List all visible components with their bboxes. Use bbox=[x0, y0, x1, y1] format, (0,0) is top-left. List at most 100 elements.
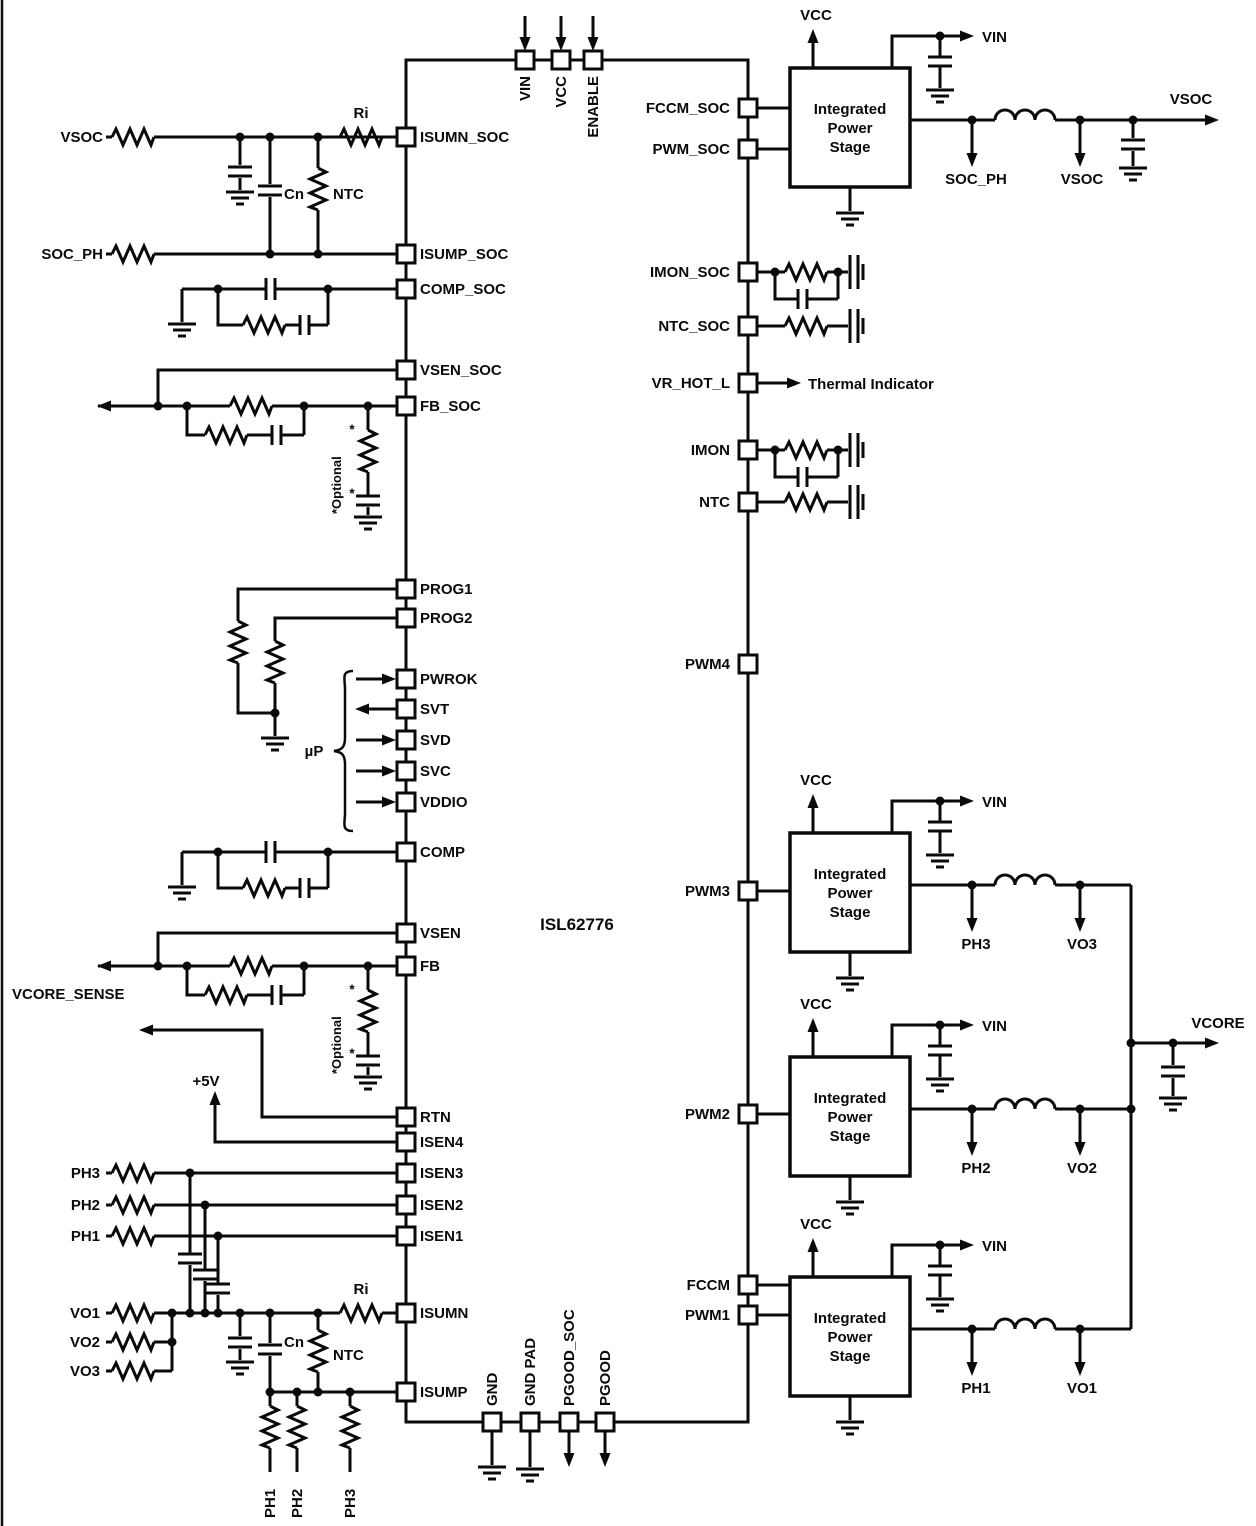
component-label-ri: Ri bbox=[354, 1281, 369, 1298]
pin-label-prog2: PROG2 bbox=[420, 610, 473, 627]
imon-network bbox=[757, 431, 865, 487]
power-stage-3 bbox=[790, 794, 1086, 990]
pin-isen3 bbox=[395, 1162, 417, 1184]
pin-pwrok bbox=[395, 668, 417, 690]
stage3-vin: VIN bbox=[982, 794, 1007, 811]
pin-label-fccm-soc: FCCM_SOC bbox=[646, 100, 730, 117]
pin-pwm-soc bbox=[737, 138, 759, 160]
pin-label-comp: COMP bbox=[420, 844, 465, 861]
pin-label-isumn: ISUMN bbox=[420, 1305, 468, 1322]
pin-svt bbox=[395, 698, 417, 720]
pin-pgood-soc bbox=[558, 1411, 580, 1433]
stage2-vin: VIN bbox=[982, 1018, 1007, 1035]
top-pin-arrows bbox=[519, 16, 599, 51]
prog-resistor-network bbox=[228, 587, 406, 752]
pin-label-svc: SVC bbox=[420, 763, 451, 780]
pin-isump-soc bbox=[395, 243, 417, 265]
pin-pwm4 bbox=[737, 653, 759, 675]
net-label-soc-ph-in: SOC_PH bbox=[41, 246, 103, 263]
component-label-ntc: NTC bbox=[333, 1347, 364, 1364]
pin-label-svt: SVT bbox=[420, 701, 449, 718]
pin-label-imon: IMON bbox=[691, 442, 730, 459]
micro-interface bbox=[333, 669, 396, 833]
stage1-vin: VIN bbox=[982, 1238, 1007, 1255]
pin-label-vr-hot-l: VR_HOT_L bbox=[652, 375, 730, 392]
net-label-ph1-in: PH1 bbox=[71, 1228, 100, 1245]
net-label-plus5v: +5V bbox=[192, 1073, 219, 1090]
pin-label-fb-soc: FB_SOC bbox=[420, 398, 481, 415]
label-optional-soc: *Optional bbox=[329, 456, 344, 514]
pin-gnd bbox=[481, 1411, 503, 1433]
pin-label-isen4: ISEN4 bbox=[420, 1134, 464, 1151]
pin-pwm2 bbox=[737, 1103, 759, 1125]
vcore-rail bbox=[1080, 883, 1219, 1331]
vr-hot-wire bbox=[757, 377, 801, 389]
net-label-ph1-bottom: PH1 bbox=[262, 1489, 279, 1518]
stage1-output: VO1 bbox=[1067, 1380, 1097, 1397]
stage1-phase: PH1 bbox=[961, 1380, 990, 1397]
pin-vr-hot-l bbox=[737, 372, 759, 394]
pin-label-fccm: FCCM bbox=[687, 1277, 730, 1294]
pin-isen1 bbox=[395, 1225, 417, 1247]
component-label-ntc-soc: NTC bbox=[333, 186, 364, 203]
pin-pwm3 bbox=[737, 880, 759, 902]
net-label-vcore: VCORE bbox=[1191, 1015, 1244, 1032]
power-stage-2 bbox=[790, 1018, 1086, 1214]
pin-label-fb: FB bbox=[420, 958, 440, 975]
pin-prog1 bbox=[395, 578, 417, 600]
pin-label-isen3: ISEN3 bbox=[420, 1165, 463, 1182]
pin-vcc-top bbox=[550, 49, 572, 71]
stage2-vcc: VCC bbox=[800, 996, 832, 1013]
pin-label-prog1: PROG1 bbox=[420, 581, 473, 598]
stage-soc-vin: VIN bbox=[982, 29, 1007, 46]
pin-label-vsen-soc: VSEN_SOC bbox=[420, 362, 502, 379]
power-stage-1 bbox=[790, 1238, 1086, 1434]
left-pins bbox=[395, 126, 417, 1403]
annotation-thermal-indicator: Thermal Indicator bbox=[808, 376, 934, 393]
asterisk-fb-2: * bbox=[349, 1045, 355, 1061]
pin-label-rtn: RTN bbox=[420, 1109, 451, 1126]
pin-pwm1 bbox=[737, 1304, 759, 1326]
pin-ntc-soc bbox=[737, 315, 759, 337]
soc-current-sense-network bbox=[106, 127, 406, 264]
isum-network bbox=[106, 1303, 406, 1472]
pin-label-isump: ISUMP bbox=[420, 1384, 468, 1401]
pin-comp bbox=[395, 841, 417, 863]
pin-label-svd: SVD bbox=[420, 732, 451, 749]
right-pins bbox=[737, 97, 759, 1326]
right-pin-wires bbox=[757, 106, 790, 1317]
net-label-vsoc-in: VSOC bbox=[60, 129, 103, 146]
pin-label-vcc: VCC bbox=[553, 76, 570, 108]
stage-soc-vcc: VCC bbox=[800, 7, 832, 24]
fb-soc-network bbox=[97, 368, 406, 531]
pin-label-vsen: VSEN bbox=[420, 925, 461, 942]
stage-soc-output: VSOC bbox=[1061, 171, 1104, 188]
comp-network bbox=[166, 841, 406, 901]
label-microprocessor: µP bbox=[305, 743, 324, 760]
asterisk-fb-1: * bbox=[349, 981, 355, 997]
pin-label-vddio: VDDIO bbox=[420, 794, 468, 811]
pin-label-isen1: ISEN1 bbox=[420, 1228, 463, 1245]
stage1-vcc: VCC bbox=[800, 1216, 832, 1233]
net-label-vsoc-out: VSOC bbox=[1170, 91, 1213, 108]
pin-fccm-soc bbox=[737, 97, 759, 119]
net-label-ph2-bottom: PH2 bbox=[289, 1489, 306, 1518]
pin-svc bbox=[395, 760, 417, 782]
stage-soc-phase: SOC_PH bbox=[945, 171, 1007, 188]
pin-pgood bbox=[594, 1411, 616, 1433]
pin-label-pwm-soc: PWM_SOC bbox=[652, 141, 730, 158]
chip-name: ISL62776 bbox=[540, 915, 614, 934]
pin-vsen-soc bbox=[395, 359, 417, 381]
pin-enable-top bbox=[582, 49, 604, 71]
pin-label-pgood: PGOOD bbox=[597, 1350, 614, 1406]
component-label-cn: Cn bbox=[284, 1334, 304, 1351]
pin-label-pgood-soc: PGOOD_SOC bbox=[561, 1309, 578, 1406]
imon-soc-network bbox=[757, 253, 865, 309]
pin-label-gnd: GND bbox=[484, 1373, 501, 1407]
pin-label-vin: VIN bbox=[517, 76, 534, 101]
pin-label-ntc: NTC bbox=[699, 494, 730, 511]
pin-prog2 bbox=[395, 607, 417, 629]
pin-label-ntc-soc: NTC_SOC bbox=[658, 318, 730, 335]
pin-label-pwm2: PWM2 bbox=[685, 1106, 730, 1123]
